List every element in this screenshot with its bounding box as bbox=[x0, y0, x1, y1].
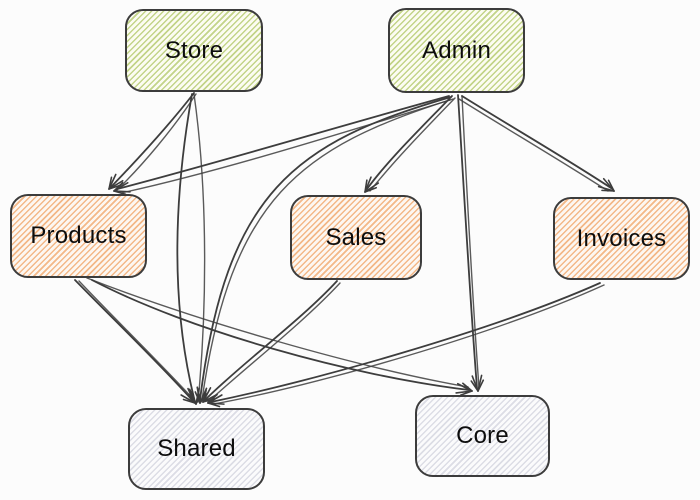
edge-admin-core bbox=[457, 94, 485, 392]
edge-admin-shared bbox=[194, 96, 454, 404]
edge-products-core bbox=[86, 277, 473, 396]
node-label: Sales bbox=[325, 223, 387, 251]
edge-admin-sales bbox=[364, 95, 456, 193]
node-shared[interactable]: Shared bbox=[128, 408, 265, 490]
node-core[interactable]: Core bbox=[415, 395, 550, 477]
node-admin[interactable]: Admin bbox=[388, 8, 525, 93]
edge-products-shared bbox=[74, 279, 197, 404]
node-label: Invoices bbox=[576, 224, 667, 252]
node-label: Admin bbox=[421, 36, 492, 64]
node-label: Core bbox=[456, 422, 509, 449]
node-products[interactable]: Products bbox=[10, 194, 147, 278]
node-store[interactable]: Store bbox=[125, 9, 263, 92]
node-invoices[interactable]: Invoices bbox=[553, 197, 690, 280]
edge-store-products bbox=[108, 92, 197, 192]
node-sales[interactable]: Sales bbox=[290, 195, 422, 280]
node-label: Store bbox=[164, 36, 224, 64]
edge-store-shared bbox=[176, 93, 206, 405]
node-label: Products bbox=[30, 222, 127, 249]
edge-invoices-shared bbox=[207, 282, 605, 408]
node-label: Shared bbox=[157, 435, 236, 462]
edge-admin-products bbox=[113, 95, 451, 196]
edge-admin-invoices bbox=[458, 95, 615, 192]
